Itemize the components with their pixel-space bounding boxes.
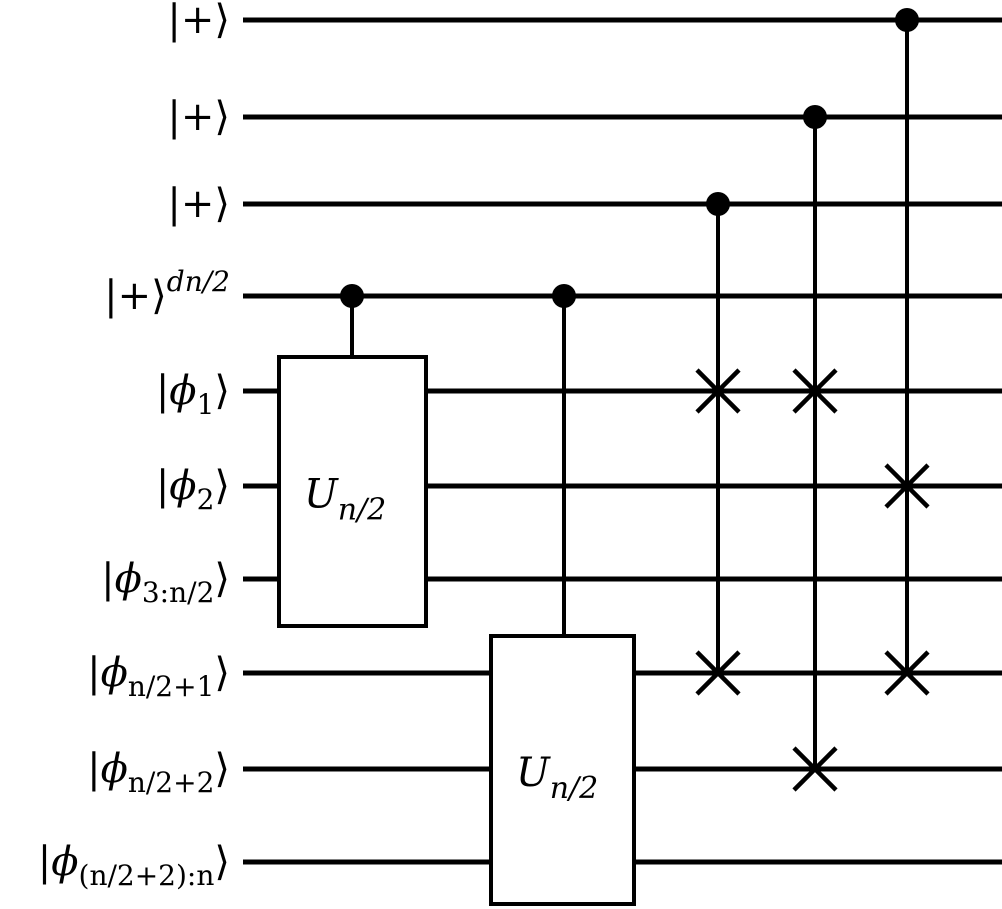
control-connectors (340, 8, 919, 769)
qubit-label-6: |ϕ2⟩ (156, 463, 230, 516)
qubit-label-9: |ϕn/2+2⟩ (87, 746, 230, 799)
qubit-label-8: |ϕn/2+1⟩ (87, 650, 230, 703)
qubit-label-2: |+⟩ (167, 94, 230, 140)
qubit-label-10: |ϕ(n/2+2):n⟩ (38, 839, 230, 892)
swap-markers (695, 368, 930, 792)
unitary-gate-1 (277, 355, 428, 628)
qubit-labels: |+⟩ |+⟩ |+⟩ |+⟩dn/2 |ϕ1⟩ |ϕ2⟩ |ϕ3:n/2⟩ |ϕn/2+1⟩… (38, 0, 230, 892)
swap-1-cross-1 (695, 368, 741, 414)
unitary-gate-1-label: Un/2 (304, 472, 386, 528)
swap-2-cross-2 (792, 746, 838, 792)
swap-3-cross-1 (884, 463, 930, 509)
unitary-gate-2 (489, 634, 636, 906)
qubit-label-5: |ϕ1⟩ (156, 368, 230, 421)
qubit-label-3: |+⟩ (167, 181, 230, 227)
gate-1-control-dot (340, 284, 364, 308)
gate-2-control-dot (552, 284, 576, 308)
qubit-label-7: |ϕ3:n/2⟩ (101, 556, 230, 609)
swap-1-control-dot (706, 192, 730, 216)
unitary-gate-2-label: Un/2 (516, 750, 598, 806)
swap-2-cross-1 (792, 368, 838, 414)
qubit-label-1: |+⟩ (167, 0, 230, 43)
unitary-gates: Un/2Un/2 (277, 355, 636, 906)
swap-2-control-dot (803, 105, 827, 129)
qubit-label-4: |+⟩dn/2 (104, 265, 230, 319)
swap-3-control-dot (895, 8, 919, 32)
swap-3-cross-2 (884, 650, 930, 696)
swap-1-cross-2 (695, 650, 741, 696)
